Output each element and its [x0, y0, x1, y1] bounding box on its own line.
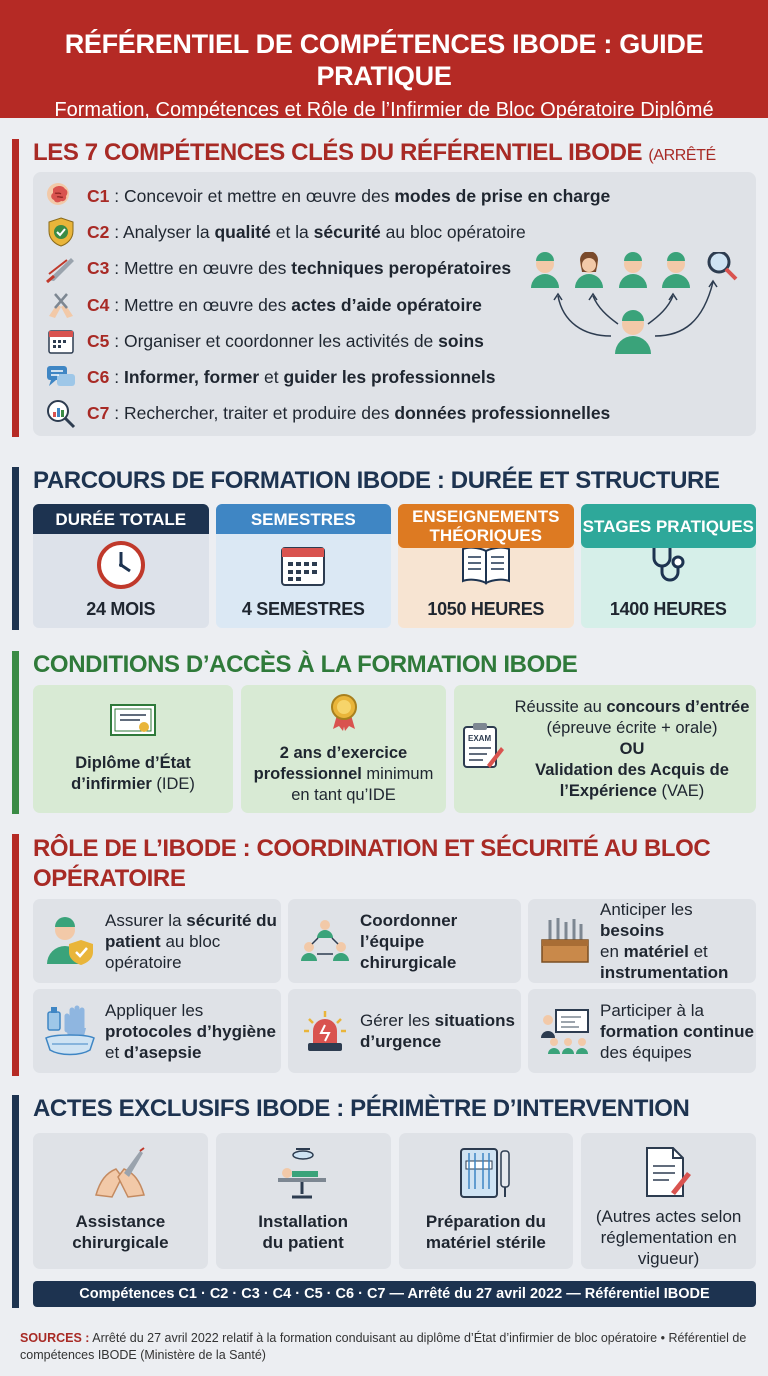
competence-c6: C6 : Informer, former et guider les prof… [43, 359, 610, 395]
card-label: ENSEIGNEMENTS THÉORIQUES [398, 504, 574, 548]
document-pen-icon [643, 1143, 695, 1200]
formation-cards: DURÉE TOTALE 24 MOIS SEMESTRES 4 SEMESTR… [33, 504, 756, 628]
card-value: 4 SEMESTRES [241, 599, 365, 619]
gloved-hands-icon [43, 289, 79, 321]
page-title: RÉFÉRENTIEL DE COMPÉTENCES IBODE : GUIDE… [64, 29, 704, 91]
competence-c1: C1 : Concevoir et mettre en œuvre des mo… [43, 178, 610, 214]
card-label: DURÉE TOTALE [33, 504, 209, 534]
actes-section: ACTES EXCLUSIFS IBODE : PÉRIMÈTRE D’INTE… [12, 1095, 756, 1308]
competence-c7: C7 : Rechercher, traiter et produire des… [43, 396, 610, 432]
competence-c5: C5 : Organiser et coordonner les activit… [43, 323, 610, 359]
shield-check-icon [43, 216, 79, 248]
emergency-siren-icon [296, 1007, 354, 1055]
formation-title: PARCOURS DE FORMATION IBODE : DURÉE ET S… [33, 467, 720, 494]
nurse-shield-icon [41, 914, 99, 968]
card-duree-totale: DURÉE TOTALE 24 MOIS [33, 504, 209, 628]
brain-icon [43, 180, 79, 212]
header-banner: RÉFÉRENTIEL DE COMPÉTENCES IBODE : GUIDE… [0, 0, 768, 121]
role-title: RÔLE DE L’IBODE : COORDINATION ET SÉCURI… [33, 835, 711, 892]
competence-c4: C4 : Mettre en œuvre des actes d’aide op… [43, 287, 610, 323]
data-search-icon [43, 398, 79, 430]
card-value: 1050 HEURES [427, 599, 545, 619]
stethoscope-icon [646, 539, 690, 591]
card-value: 24 MOIS [86, 599, 156, 619]
acces-title: CONDITIONS D’ACCÈS À LA FORMATION IBODE [33, 651, 578, 678]
card-label: SEMESTRES [215, 504, 391, 534]
card-label: STAGES PRATIQUES [580, 504, 756, 548]
exam-clipboard-icon: EXAM [461, 721, 505, 777]
hygiene-mask-icon [41, 1004, 99, 1058]
calendar-icon [43, 325, 79, 357]
acces-cards: Diplôme d’État d’infirmier (IDE) 2 ans d… [33, 685, 756, 813]
competence-c3: C3 : Mettre en œuvre des techniques pero… [43, 251, 610, 287]
competences-list: C1 : Concevoir et mettre en œuvre des mo… [43, 178, 610, 432]
actes-title: ACTES EXCLUSIFS IBODE : PÉRIMÈTRE D’INTE… [33, 1095, 690, 1122]
competences-panel: C1 : Concevoir et mettre en œuvre des mo… [33, 172, 756, 436]
card-stages-pratiques: STAGES PRATIQUES 1400 HEURES [580, 504, 756, 628]
competence-c2: C2 : Analyser la qualité et la sécurité … [43, 214, 610, 250]
card-enseignements-theoriques: ENSEIGNEMENTS THÉORIQUES 1050 HEURES [398, 504, 574, 628]
competences-footer-bar: Compétences C1 · C2 · C3 · C4 · C5 · C6 … [33, 1281, 756, 1307]
clock-icon [96, 539, 146, 591]
role-section: RÔLE DE L’IBODE : COORDINATION ET SÉCURI… [12, 834, 756, 1076]
diploma-icon [109, 703, 157, 745]
exam-label: EXAM [468, 734, 491, 743]
card-semestres: SEMESTRES 4 SEMESTRES [215, 504, 391, 628]
scalpel-icon [43, 253, 79, 285]
training-board-icon [536, 1006, 594, 1056]
team-network-icon [296, 916, 354, 966]
acces-card-diplome: Diplôme d’État d’infirmier (IDE) [33, 685, 233, 813]
book-icon [460, 539, 512, 591]
sterile-kit-icon [457, 1143, 515, 1205]
surgical-hands-icon [90, 1143, 150, 1205]
sources-text: Arrêté du 27 avril 2022 relatif à la for… [20, 1331, 747, 1362]
card-value: 1400 HEURES [609, 599, 727, 619]
medal-icon [327, 693, 361, 737]
operating-table-icon [272, 1143, 334, 1205]
sources-label: SOURCES : [20, 1331, 90, 1345]
acces-section: CONDITIONS D’ACCÈS À LA FORMATION IBODE … [12, 651, 756, 814]
formation-section: PARCOURS DE FORMATION IBODE : DURÉE ET S… [12, 467, 756, 630]
page-subtitle: Formation, Compétences et Rôle de l’Infi… [54, 99, 714, 121]
team-illustration [523, 250, 743, 372]
acces-card-concours: EXAM Réussite au concours d’entrée (épre… [454, 685, 756, 813]
sources-note: SOURCES : Arrêté du 27 avril 2022 relati… [20, 1330, 750, 1364]
acces-card-experience: 2 ans d’exercice professionnel minimum e… [241, 685, 446, 813]
instrument-box-icon [536, 916, 594, 966]
chat-icon [43, 362, 79, 394]
competences-section: LES 7 COMPÉTENCES CLÉS DU RÉFÉRENTIEL IB… [12, 139, 756, 437]
calendar-icon [279, 539, 327, 591]
